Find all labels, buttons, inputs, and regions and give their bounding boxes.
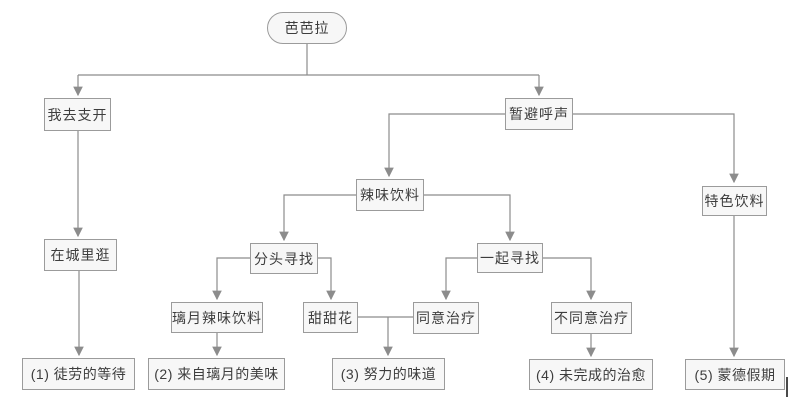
flow-node-special-drink: 特色饮料	[702, 186, 767, 216]
edge-search-separately-to-liyue-spicy-drink	[212, 257, 250, 301]
flow-node-spicy-drink: 辣味饮料	[356, 179, 424, 211]
flow-node-agree-treatment: 同意治疗	[413, 302, 479, 334]
edge-avoid-call-to-special-drink	[573, 113, 739, 184]
edge-search-separately-to-sweet-flower	[318, 257, 336, 301]
flow-node-ending-3: (3) 努力的味道	[332, 358, 445, 390]
edge-spicy-drink-to-search-together	[424, 194, 515, 242]
edge-search-together-to-refuse-treatment	[543, 257, 596, 301]
flow-node-ending-4: (4) 未完成的治愈	[529, 359, 653, 390]
flow-node-ending-5: (5) 蒙德假期	[685, 359, 785, 390]
edge-spicy-drink-to-search-separately	[279, 194, 356, 242]
flow-node-refuse-treatment: 不同意治疗	[551, 302, 632, 334]
flow-node-ending-2: (2) 来自璃月的美味	[148, 358, 285, 390]
stray-cursor-artifact	[786, 377, 788, 397]
flow-node-liyue-spicy-drink: 璃月辣味饮料	[171, 302, 263, 333]
flow-node-sweet-flower: 甜甜花	[303, 302, 358, 333]
edge-avoid-call-to-spicy-drink	[384, 113, 505, 178]
flow-node-stroll-city: 在城里逛	[44, 239, 117, 271]
flow-node-distract: 我去支开	[44, 98, 111, 131]
flow-node-ending-1: (1) 徒劳的等待	[22, 358, 135, 390]
flow-node-search-together: 一起寻找	[477, 243, 543, 273]
edge-search-together-to-agree-treatment	[441, 257, 477, 301]
flow-node-search-separately: 分头寻找	[250, 243, 318, 274]
flow-node-barbara: 芭芭拉	[267, 12, 347, 44]
flow-node-avoid-call: 暂避呼声	[505, 98, 573, 130]
